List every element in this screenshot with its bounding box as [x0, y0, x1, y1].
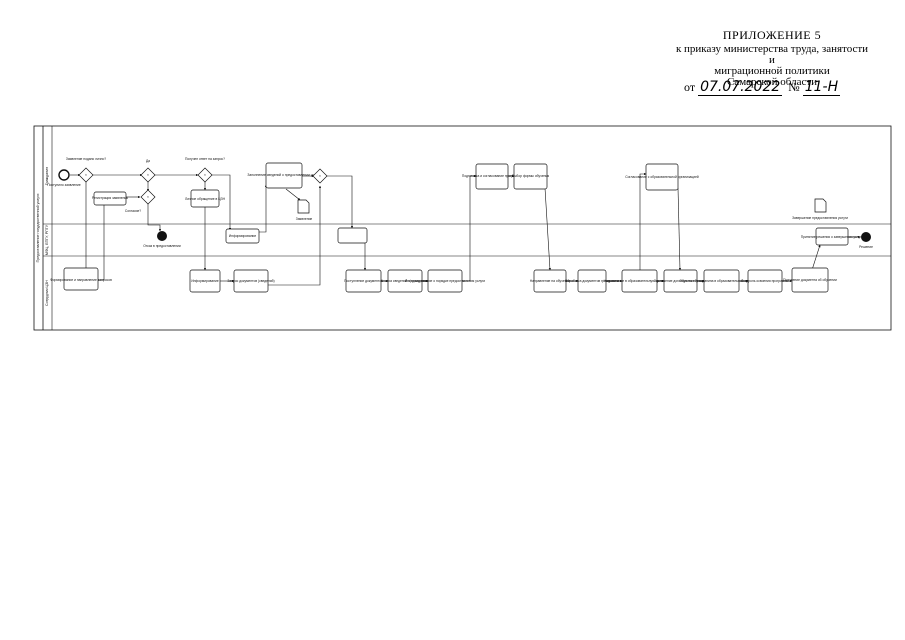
svg-text:×: ×: [319, 174, 321, 178]
gateway-label: Заявление подано лично?: [66, 157, 106, 161]
task-box: [93, 191, 127, 206]
task-box: [815, 227, 849, 246]
order-number: 11-Н: [802, 79, 841, 96]
task-box: [533, 269, 567, 293]
task-box: [387, 269, 423, 293]
gateway-icon: [78, 167, 94, 183]
task-box: [663, 269, 698, 293]
gateway-label: Получен ответ на запрос?: [185, 157, 225, 161]
task-label: Информирование: [229, 234, 257, 238]
task-box: [225, 228, 260, 244]
gateway-icon: [312, 168, 328, 184]
task-label: Направление в образовательную организаци…: [604, 279, 676, 283]
order-ref-line3: Самарской области: [726, 76, 818, 88]
order-date-number: от 07.07.2022 № 11-Н: [684, 79, 841, 96]
document-label: Завершение предоставления услуги: [792, 216, 848, 220]
gateway-icon: [140, 189, 156, 205]
task-label: Информирование: [191, 279, 219, 283]
task-label: Контроль освоения программы: [741, 279, 789, 283]
task-box: [703, 269, 740, 293]
task-box: [233, 269, 269, 293]
task-label: Согласование с образовательной организац…: [625, 175, 699, 179]
document-label: Заявление: [296, 217, 313, 221]
task-label: Анализ сведений о гражданине: [381, 279, 429, 283]
svg-text:×: ×: [147, 173, 149, 177]
document-icon: [814, 198, 827, 213]
start-event-label: Поступило заявление: [47, 183, 81, 187]
task-box: [63, 267, 99, 291]
task-label: Обработка документов гражданина: [565, 279, 620, 283]
task-label: Заключение договора на обучение: [654, 279, 708, 283]
end-event-label: Отказ в предоставлении: [143, 244, 181, 248]
gateway-icon: [197, 167, 213, 183]
task-box: [645, 163, 679, 191]
document-icon: [297, 199, 310, 214]
task-label: Получение документа об обучении: [783, 278, 837, 282]
pool-label: Предоставление государственной услуги: [36, 194, 40, 263]
task-box: [513, 163, 548, 190]
svg-text:×: ×: [147, 195, 149, 199]
pool-frame: [33, 125, 892, 331]
task-box: [427, 269, 463, 293]
task-label: Формирование и направление запросов: [50, 278, 112, 282]
order-ref-line1: к приказу министерства труда, занятости …: [675, 43, 869, 66]
task-box: [577, 269, 607, 293]
svg-text:×: ×: [85, 173, 87, 177]
order-date: 07.07.2022: [698, 79, 783, 96]
task-label: Обучение гражданина в образовательной ор…: [679, 279, 763, 283]
task-box: [337, 227, 368, 244]
task-box: [189, 269, 221, 293]
gateway-label: Да: [146, 159, 150, 163]
svg-text:×: ×: [204, 173, 206, 177]
task-label: Направление на обучение: [530, 279, 571, 283]
task-label: Выбор формы обучения: [512, 174, 549, 178]
order-ref-line2: миграционной политики: [714, 65, 830, 77]
task-box: [265, 162, 303, 189]
gateway-icon: [140, 167, 156, 183]
task-label: Заполнение сведений о предоставлении усл…: [247, 173, 320, 177]
start-event: [58, 169, 70, 181]
task-box: [190, 189, 220, 208]
task-label: Запрос документов (сведений): [227, 279, 274, 283]
number-prefix: №: [788, 80, 800, 94]
task-box: [791, 267, 829, 293]
task-label: Подготовка и согласование программы: [462, 174, 523, 178]
task-label: Принятие решения о завершении услуги: [801, 235, 864, 239]
appendix-title: ПРИЛОЖЕНИЕ 5: [722, 28, 822, 42]
task-box: [621, 269, 658, 293]
task-label: Информирование о порядке предоставления …: [405, 279, 485, 283]
end-event-label: Решение: [859, 245, 873, 249]
task-label: Регистрация заявления: [92, 196, 128, 200]
task-box: [475, 163, 509, 190]
task-box: [345, 269, 382, 293]
task-label: Личное обращение в ЦЗН: [185, 197, 226, 201]
end-event: [157, 231, 167, 241]
end-event: [861, 232, 871, 242]
gateway-label: Согласие?: [125, 209, 141, 213]
task-label: Поступление документов: [344, 279, 383, 283]
lane-label-citizen: Гражданин: [45, 167, 49, 185]
task-box: [747, 269, 783, 293]
document-header: ПРИЛОЖЕНИЕ 5 к приказу министерства труд…: [672, 28, 872, 88]
from-prefix: от: [684, 80, 696, 94]
lane-label-czn: Сотрудник ЦЗН: [45, 280, 49, 306]
lane-label-mfc: МФЦ, ЕПГУ, РПГУ: [45, 224, 49, 255]
